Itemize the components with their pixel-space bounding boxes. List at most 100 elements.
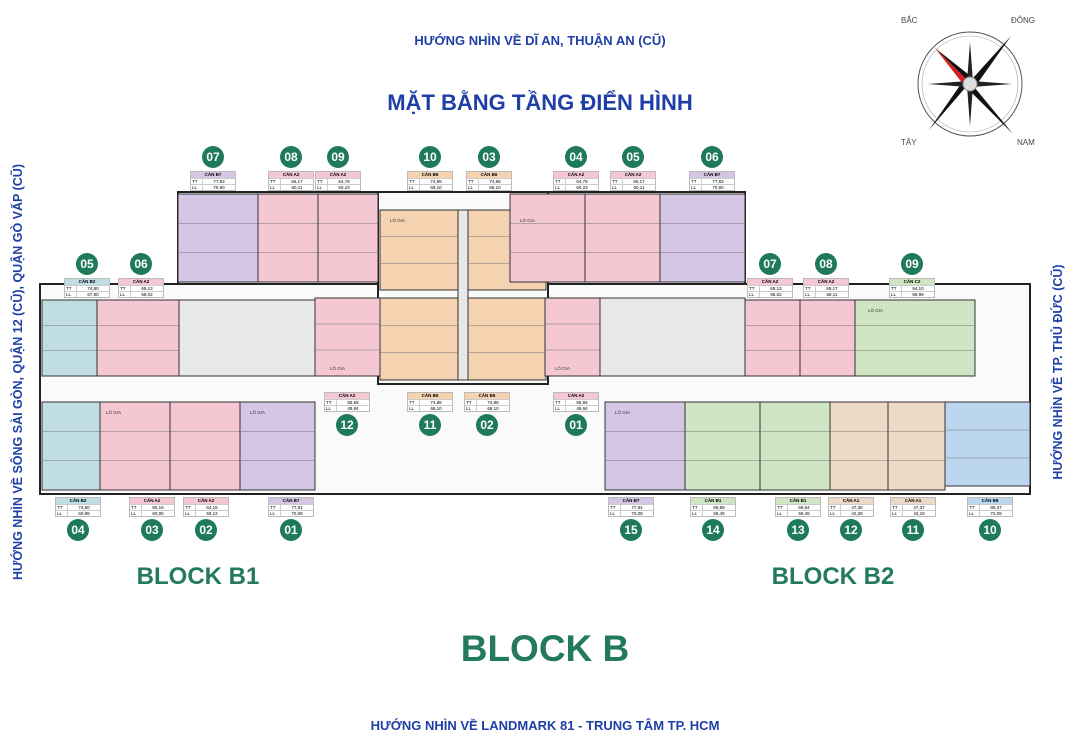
unit-number-badge: 12 (336, 414, 358, 436)
ll-value: 68,10 (487, 406, 499, 411)
tt-label: TT (690, 179, 702, 184)
unit-number-badge: 08 (280, 146, 302, 168)
ll-label: LL (191, 185, 203, 190)
apartment-unit (467, 297, 547, 381)
balcony-label: LÔ GIA (390, 217, 405, 223)
tt-value: 47,36 (851, 505, 863, 510)
left-view-label: HƯỚNG NHÌN VỀ SÔNG SÀI GÒN, QUẬN 12 (CŨ)… (11, 164, 25, 580)
apartment-unit (854, 299, 976, 377)
unit-type: CĂN A2 (611, 172, 655, 178)
tt-value: 69,89 (713, 505, 725, 510)
ll-value: 70,90 (213, 185, 225, 190)
compass-north: BẮC (901, 16, 918, 25)
ll-label: LL (690, 185, 702, 190)
tt-label: TT (611, 179, 623, 184)
balcony-label: LÔ GIA (868, 307, 883, 313)
ll-value: 58,12 (206, 511, 218, 516)
apartment-unit (744, 299, 801, 377)
unit-type: CĂN B7 (690, 172, 734, 178)
apartment-unit (759, 401, 831, 491)
core-corridor (599, 297, 746, 377)
ll-value: 60,11 (633, 185, 645, 190)
unit-type: CĂN B7 (609, 498, 653, 504)
ll-label: LL (119, 292, 131, 297)
ll-label: LL (269, 511, 281, 516)
ll-label: LL (829, 511, 841, 516)
tt-label: TT (408, 179, 420, 184)
ll-value: 58,02 (141, 292, 153, 297)
ll-label: LL (325, 406, 337, 411)
unit-number-badge: 05 (622, 146, 644, 168)
unit-type: CĂN B6 (467, 172, 511, 178)
unit-type: CĂN A2 (325, 393, 369, 399)
ll-value: 72,09 (990, 511, 1002, 516)
unit-number-badge: 13 (787, 519, 809, 541)
ll-label: LL (65, 292, 77, 297)
ll-label: LL (611, 185, 623, 190)
block-b-label: BLOCK B (460, 628, 630, 669)
apartment-unit (41, 299, 98, 377)
tt-label: TT (748, 286, 760, 291)
ll-label: LL (691, 511, 703, 516)
ll-value: 58,02 (770, 292, 782, 297)
tt-value: 77,83 (213, 179, 225, 184)
tt-label: TT (184, 505, 196, 510)
tt-label: TT (191, 179, 203, 184)
ll-value: 67,90 (87, 292, 99, 297)
apartment-unit (379, 209, 459, 291)
ll-label: LL (804, 292, 816, 297)
apartment-unit (799, 299, 856, 377)
ll-value: 68,10 (489, 185, 501, 190)
unit-number-badge: 03 (478, 146, 500, 168)
unit-type: CĂN B6 (465, 393, 509, 399)
unit-number-badge: 11 (902, 519, 924, 541)
right-view-label: HƯỚNG NHÌN VỀ TP. THỦ ĐỨC (CŨ) (1051, 264, 1065, 480)
unit-number-badge: 02 (195, 519, 217, 541)
ll-label: LL (968, 511, 980, 516)
ll-value: 49,84 (576, 406, 588, 411)
block-b1-label: BLOCK B1 (136, 563, 260, 590)
tt-value: 80,47 (990, 505, 1002, 510)
tt-value: 65,17 (826, 286, 838, 291)
apartment-unit (584, 193, 661, 283)
unit-number-badge: 05 (76, 253, 98, 275)
ll-label: LL (184, 511, 196, 516)
apartment-unit (257, 193, 319, 283)
tt-value: 74,88 (430, 179, 442, 184)
ll-value: 60,05 (152, 511, 164, 516)
compass-west: TÂY (901, 138, 917, 147)
ll-label: LL (269, 185, 281, 190)
unit-type: CĂN A2 (316, 172, 360, 178)
tt-label: TT (467, 179, 479, 184)
tt-label: TT (56, 505, 68, 510)
ll-value: 49,84 (347, 406, 359, 411)
apartment-unit (379, 297, 459, 381)
apartment-unit (314, 297, 381, 377)
ll-label: LL (890, 292, 902, 297)
tt-label: TT (804, 286, 816, 291)
compass-icon (917, 31, 1023, 137)
tt-label: TT (316, 179, 328, 184)
unit-type: CĂN A2 (269, 172, 313, 178)
unit-type: CĂN B1 (691, 498, 735, 504)
apartment-unit (169, 401, 241, 491)
tt-label: TT (130, 505, 142, 510)
apartment-unit (317, 193, 379, 283)
tt-label: TT (968, 505, 980, 510)
tt-value: 65,13 (141, 286, 153, 291)
ll-value: 42,18 (913, 511, 925, 516)
tt-value: 65,17 (291, 179, 303, 184)
apartment-unit (99, 401, 171, 491)
unit-number-badge: 06 (130, 253, 152, 275)
